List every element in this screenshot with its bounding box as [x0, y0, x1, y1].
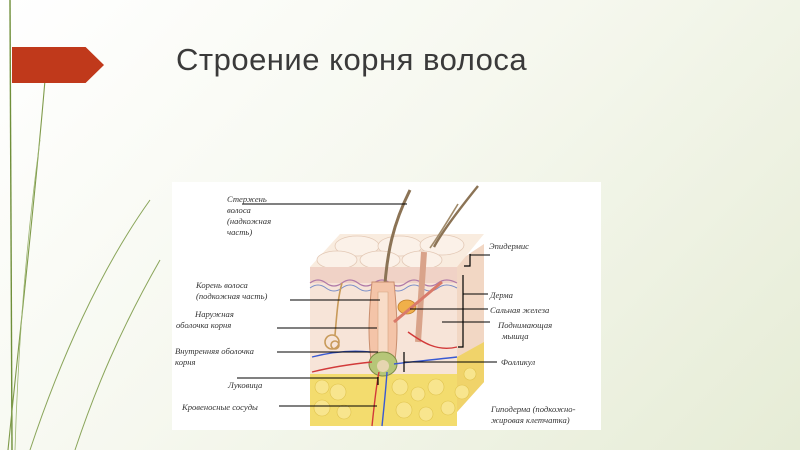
label-bulb: Луковица [227, 380, 262, 390]
label-shaft-1: Стержень [227, 194, 267, 204]
label-outer-sheath-2: оболочка корня [176, 320, 231, 330]
label-follicle: Фолликул [501, 357, 535, 367]
label-outer-sheath-1: Наружная [194, 309, 234, 319]
hair-root-diagram: Стержень волоса (надкожная часть) Корень… [172, 182, 601, 430]
label-hypodermis-1: Гиподерма (подкожно- [490, 404, 576, 414]
left-labels: Стержень волоса (надкожная часть) Корень… [175, 194, 271, 412]
label-inner-sheath-1: Внутренняя оболочка [175, 346, 254, 356]
label-arrector-2: мышца [501, 331, 529, 341]
label-shaft-3: (надкожная [227, 216, 271, 226]
title-accent-arrow [12, 47, 104, 83]
label-arrector-1: Поднимающая [497, 320, 552, 330]
label-inner-sheath-2: корня [175, 357, 196, 367]
label-root-2: (подкожная часть) [196, 291, 267, 301]
label-dermis: Дерма [489, 290, 513, 300]
label-shaft-4: часть) [227, 227, 252, 237]
right-labels: Эпидермис Дерма Сальная железа Поднимающ… [489, 241, 576, 425]
label-sebaceous: Сальная железа [490, 305, 549, 315]
label-epidermis: Эпидермис [489, 241, 529, 251]
label-vessels: Кровеносные сосуды [181, 402, 258, 412]
label-shaft-2: волоса [227, 205, 251, 215]
label-hypodermis-2: жировая клетчатка) [491, 415, 570, 425]
label-root-1: Корень волоса [195, 280, 248, 290]
slide-title: Строение корня волоса [176, 42, 528, 77]
